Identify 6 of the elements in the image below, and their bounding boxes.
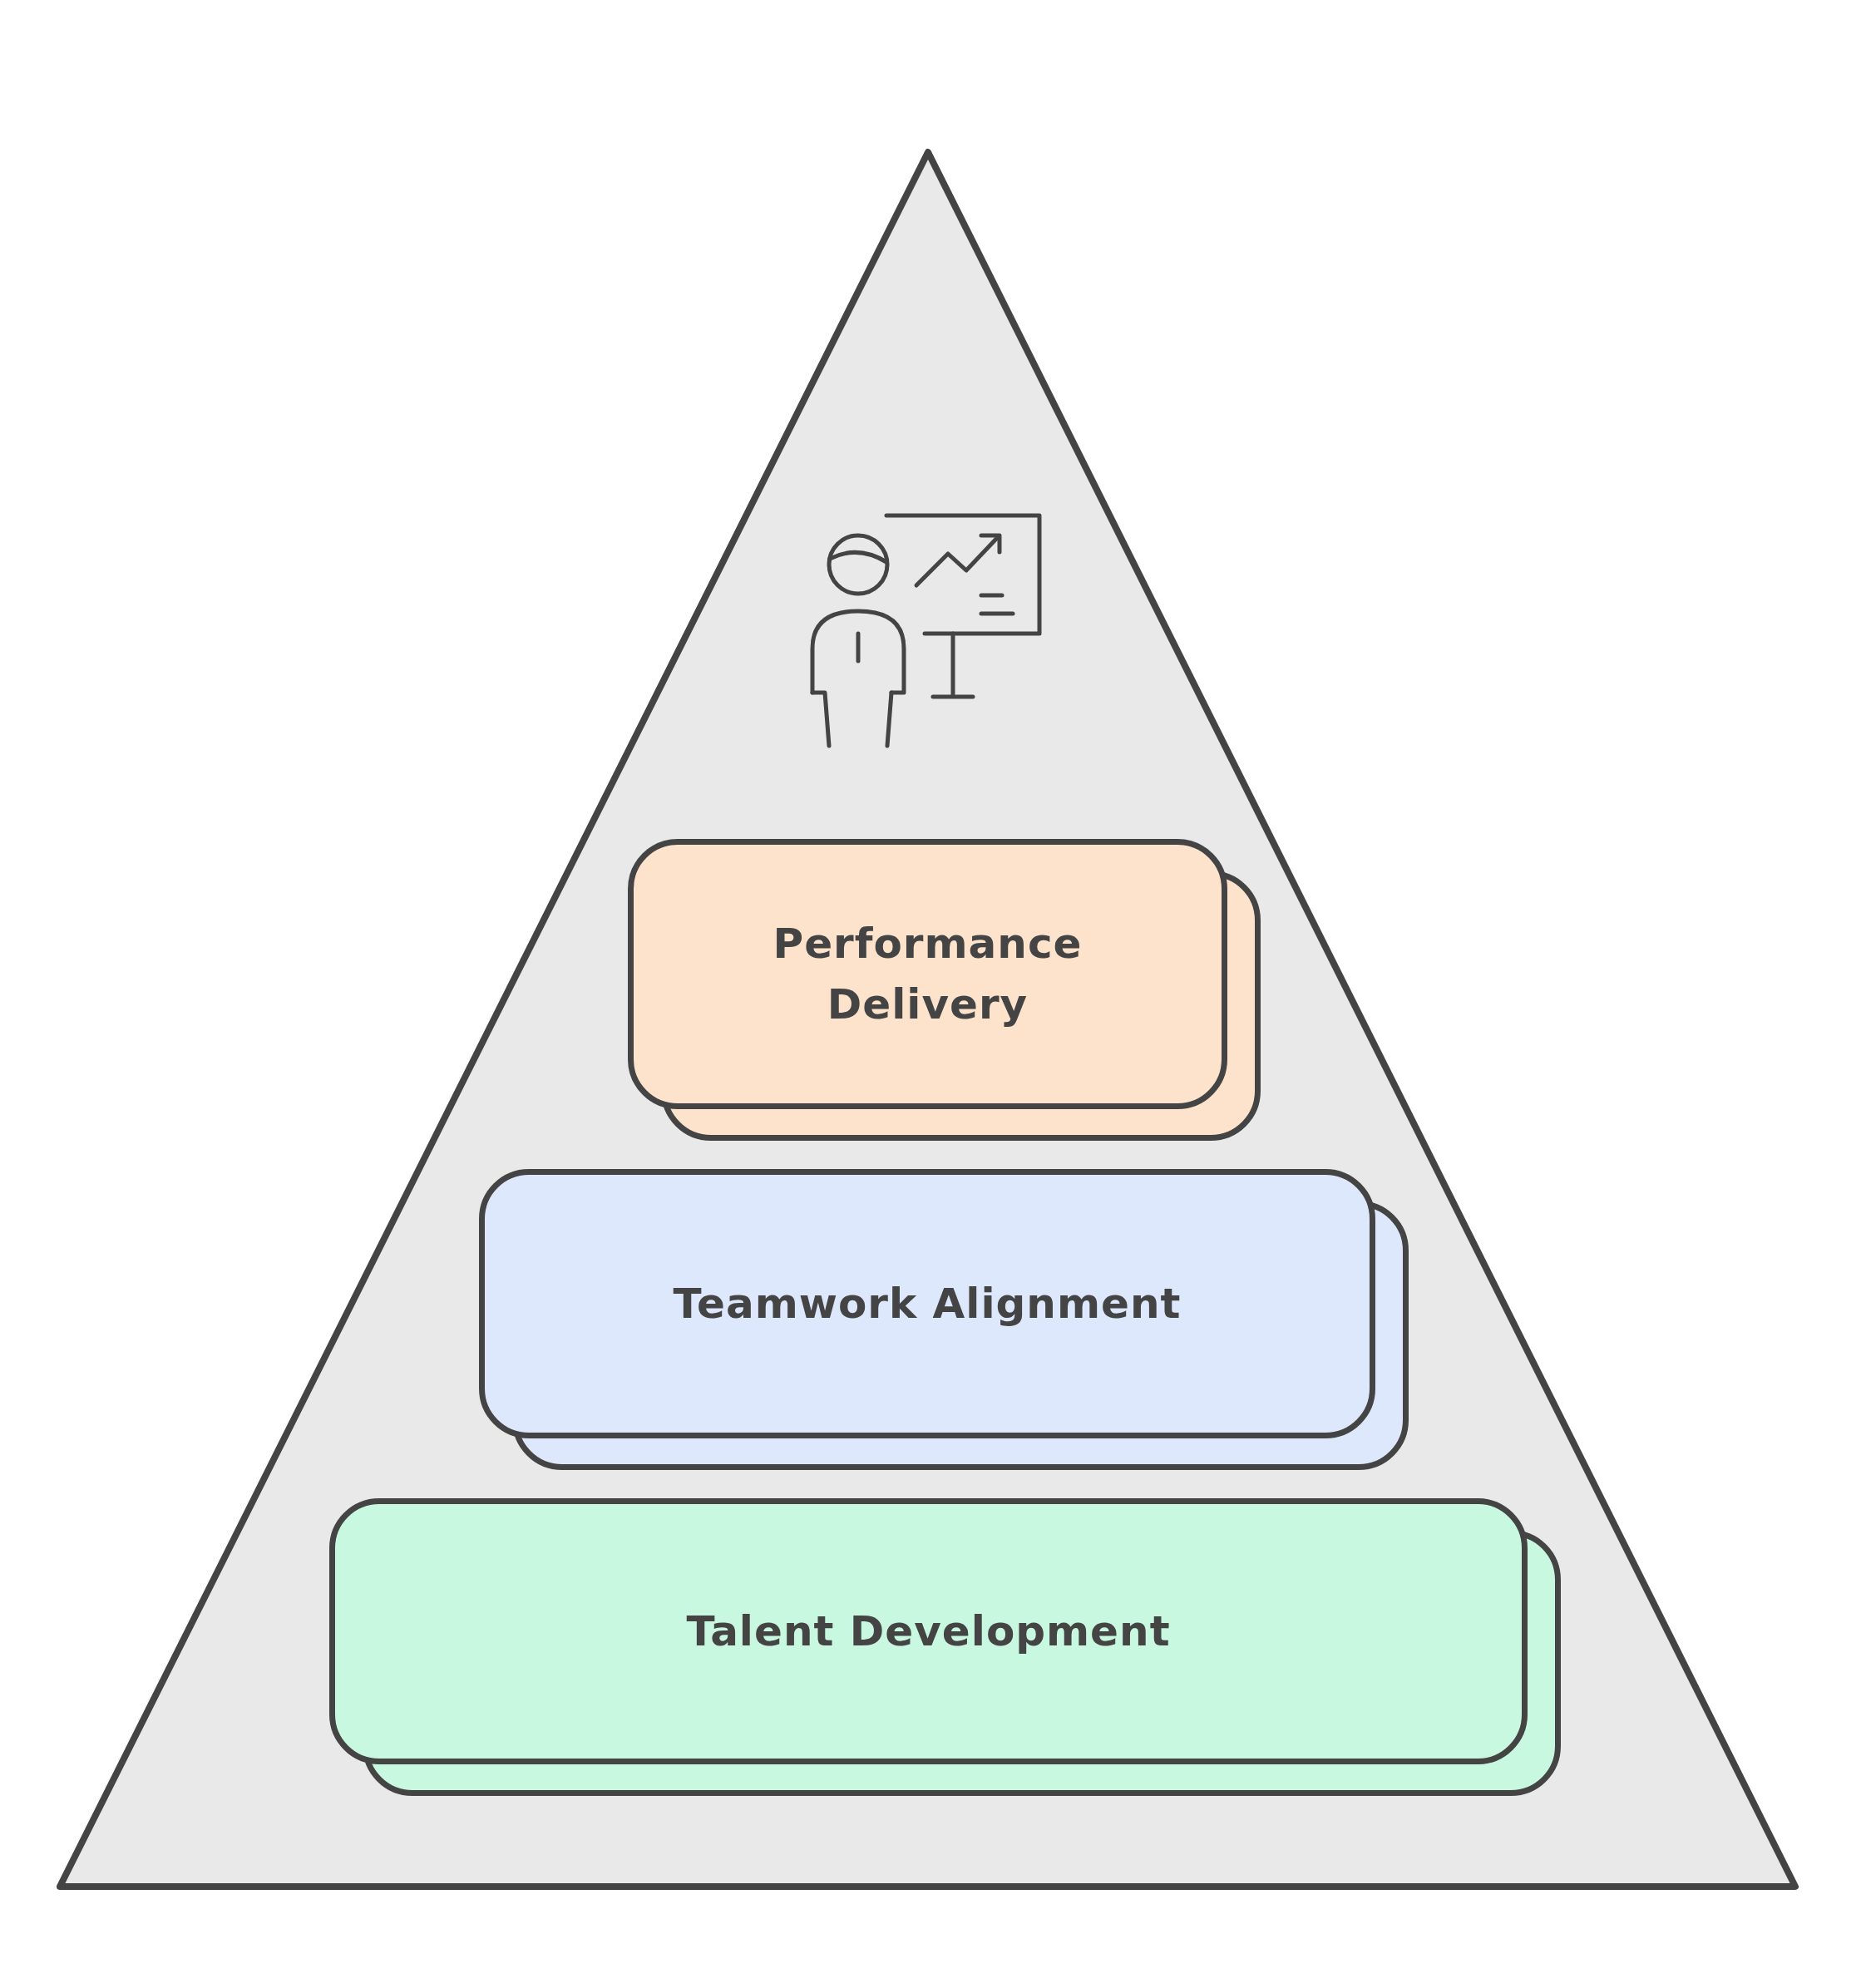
layer-card bbox=[479, 1169, 1375, 1438]
layer-card bbox=[329, 1498, 1528, 1764]
layer-label: Talent Development bbox=[686, 1606, 1171, 1657]
layer-label: Performance Delivery bbox=[772, 919, 1083, 1030]
layer-card bbox=[628, 839, 1227, 1109]
layer-label: Teamwork Alignment bbox=[673, 1278, 1182, 1329]
